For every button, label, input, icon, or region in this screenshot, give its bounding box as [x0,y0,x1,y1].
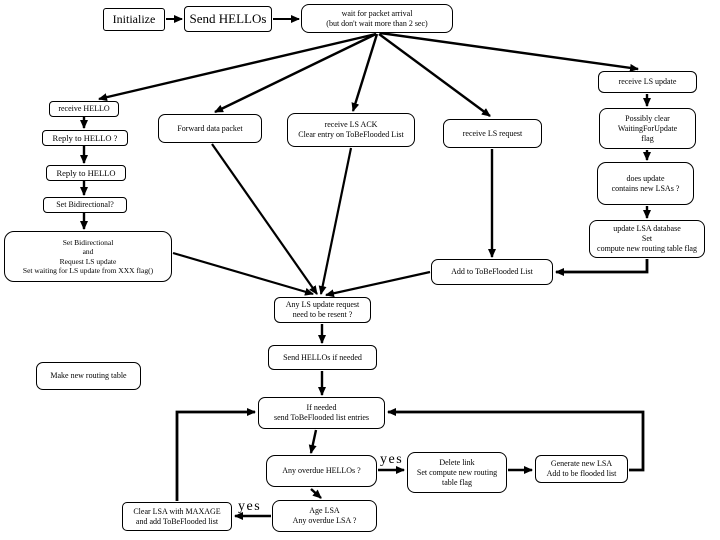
node-update-lsa-database-label: Set [641,234,653,243]
node-possibly-clear-flag-label: WaitingForUpdate [617,123,678,133]
node-receive-hello-label: receive HELLO [58,104,110,113]
node-receive-hello: receive HELLO [49,101,119,117]
node-wait-packet-arrival: wait for packet arrival(but don't wait m… [301,4,453,33]
edge-wait-to-ls-request [378,33,491,117]
node-set-bidirectional-label: and [82,247,94,257]
node-generate-new-lsa-label: Generate new LSA [550,459,613,468]
node-any-ls-update-request-label: need to be resent ? [292,310,353,319]
node-reply-to-hello-q: Reply to HELLO ? [42,130,128,146]
edge-wait-to-ls-update [379,31,639,72]
node-possibly-clear-flag-label: Possibly clear [625,113,670,123]
node-reply-to-hello-label: Reply to HELLO [56,167,116,178]
node-update-lsa-database-label: update LSA database [613,224,681,233]
node-send-hellos-label: Send HELLOs [189,10,267,26]
edge-clearlsa-to-ifneeded [175,408,256,501]
node-make-new-routing-table-label: Make new routing table [50,371,127,380]
node-add-to-tobeflooded: Add to ToBeFlooded List [431,259,553,285]
node-forward-data-packet: Forward data packet [158,114,262,143]
node-set-bidirectional-label: Set waiting for LS update from XXX flag(… [22,265,154,275]
node-set-bidirectional-label: Request LS update [59,256,117,266]
edge-forward-to-anyrequest [211,143,318,295]
node-update-lsa-database-label: compute new routing table flag [597,244,697,253]
node-if-needed-send-tobeflooded-label: send ToBeFlooded list entries [273,413,370,422]
node-any-overdue-hellos: Any overdue HELLOs ? [266,455,377,487]
node-send-hellos-if-needed: Send HELLOs if needed [268,345,377,370]
edge-addflooded-to-anyrequest [325,270,431,298]
node-wait-packet-arrival-label: (but don't wait more than 2 sec) [326,18,428,28]
node-receive-ls-request-label: receive LS request [462,128,523,138]
node-possibly-clear-flag-label: flag [641,133,654,143]
node-initialize: Initialize [103,8,165,31]
node-wait-packet-arrival-label: wait for packet arrival [341,8,413,18]
edge-ifneeded-to-overduehellos [308,429,318,454]
node-receive-ls-ack-label: Clear entry on ToBeFlooded List [298,130,404,139]
edge-label-yes-0: yes [380,452,404,467]
edge-updatedb-to-addflooded [555,259,649,276]
edge-lsack-to-anyrequest [318,147,353,295]
edge-wait-to-ls-ack [351,33,379,112]
node-add-to-tobeflooded-label: Add to ToBeFlooded List [451,267,533,276]
node-any-ls-update-request-label: Any LS update request [285,300,360,309]
node-set-bidirectional-q: Set Bidirectional? [43,197,127,213]
node-set-bidirectional-label: Set Bidirectional [62,237,114,247]
node-set-bidirectional-q-label: Set Bidirectional? [56,200,114,209]
node-if-needed-send-tobeflooded-label: If needed [306,403,337,412]
node-initialize-label: Initialize [112,12,156,26]
node-send-hellos-if-needed-label: Send HELLOs if needed [283,352,362,362]
node-receive-ls-ack-label: receive LS ACK [324,120,378,129]
edge-label-yes-1: yes [238,499,262,514]
node-forward-data-packet-label: Forward data packet [177,123,243,133]
node-reply-to-hello-q-label: Reply to HELLO ? [52,132,118,143]
node-make-new-routing-table: Make new routing table [36,362,141,390]
node-send-hellos: Send HELLOs [184,6,272,32]
edge-setbidir-to-anyrequest [172,251,314,296]
node-receive-ls-update: receive LS update [598,71,697,93]
node-receive-ls-update-label: receive LS update [618,77,677,86]
node-reply-to-hello: Reply to HELLO [46,165,126,181]
node-clear-lsa-maxage-label: Clear LSA with MAXAGE [133,506,221,516]
node-delete-link-label: Delete link [439,457,475,467]
node-age-lsa-label: Any overdue LSA ? [292,516,357,525]
node-clear-lsa-maxage-label: and add ToBeFlooded list [135,516,219,526]
node-delete-link-label: table flag [442,477,472,487]
edge-generatelsa-to-ifneeded [387,408,645,472]
node-receive-ls-request: receive LS request [443,119,542,148]
node-age-lsa-label: Age LSA [309,506,340,515]
node-does-update-contain-label: contains new LSAs ? [611,183,680,193]
node-any-overdue-hellos-label: Any overdue HELLOs ? [282,466,361,475]
edge-wait-to-forward-data [214,32,377,114]
node-generate-new-lsa-label: Add to be flooded list [546,469,617,478]
node-delete-link-label: Set compute new routing [416,467,498,477]
edge-wait-to-receive-hello [98,32,377,102]
node-does-update-contain-label: does update [626,173,665,183]
edge-overduehellos-to-agelsa [310,488,322,499]
